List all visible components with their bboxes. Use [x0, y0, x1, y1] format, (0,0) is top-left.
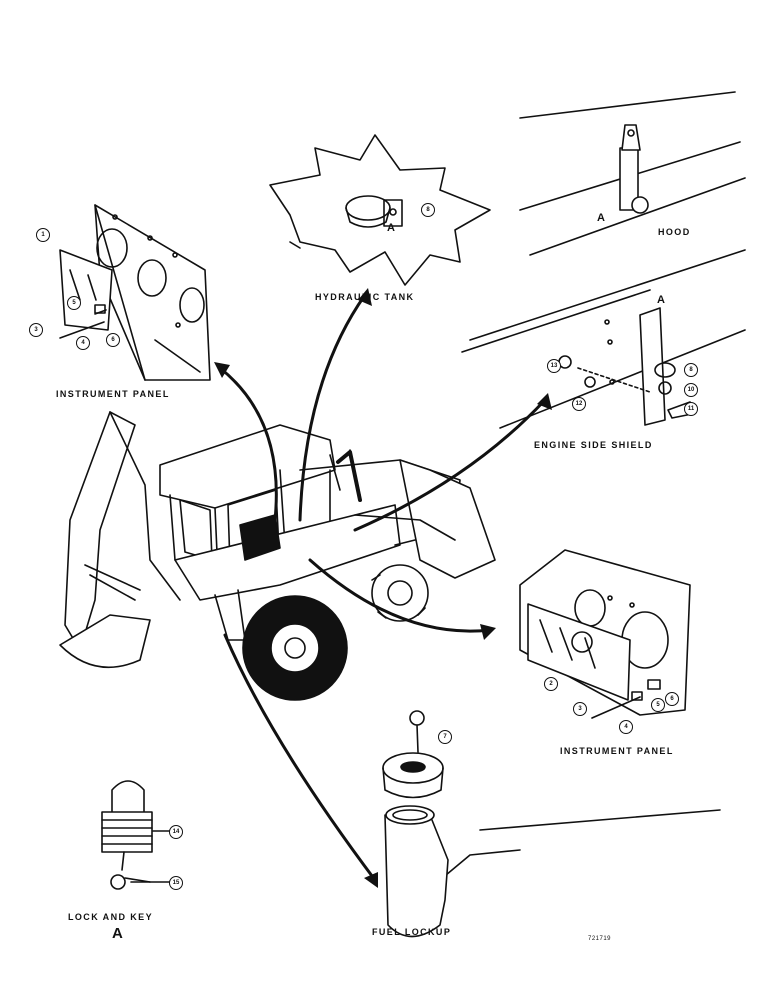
callout-shield-13: 13: [547, 359, 561, 373]
callout-lock-14: 14: [169, 825, 183, 839]
leader-arrowheads: [214, 288, 552, 888]
callout-shield-8: 8: [684, 363, 698, 377]
instrument-panel-right-label: INSTRUMENT PANEL: [560, 746, 674, 756]
callout-ip-right-4: 4: [619, 720, 633, 734]
hydraulic-tank-drawing: [269, 134, 491, 286]
callout-ip-right-2: 2: [544, 677, 558, 691]
fuel-lockup-drawing: [382, 710, 721, 938]
hood-label: HOOD: [658, 227, 691, 237]
drawing-number: 721719: [588, 936, 612, 942]
leader-lines: [218, 293, 547, 882]
backhoe-loader-drawing: [59, 411, 496, 701]
lock-and-key-ref-letter: A: [112, 925, 123, 942]
callout-ip-left-1: 1: [36, 228, 50, 242]
fuel-lockup-label: FUEL LOCKUP: [372, 927, 452, 937]
instrument-panel-left-drawing: [59, 204, 211, 381]
ref-letter-hydraulic: A: [387, 222, 395, 234]
callout-shield-10: 10: [684, 383, 698, 397]
instrument-panel-left-label: INSTRUMENT PANEL: [56, 389, 170, 399]
lock-and-key-drawing: [101, 780, 171, 890]
ref-letter-shield: A: [657, 294, 665, 306]
callout-ip-left-5: 5: [67, 296, 81, 310]
callout-ip-left-3: 3: [29, 323, 43, 337]
engine-side-shield-drawing: [461, 249, 746, 429]
callout-ip-right-6: 6: [665, 692, 679, 706]
hydraulic-tank-label: HYDRAULIC TANK: [315, 292, 415, 302]
callout-hydraulic-8: 8: [421, 203, 435, 217]
callout-ip-right-3: 3: [573, 702, 587, 716]
instrument-panel-right-drawing: [519, 549, 691, 719]
engine-side-shield-label: ENGINE SIDE SHIELD: [534, 440, 653, 450]
callout-ip-right-5: 5: [651, 698, 665, 712]
lock-and-key-label: LOCK AND KEY: [68, 912, 153, 922]
callout-lock-15: 15: [169, 876, 183, 890]
callout-fuel-7: 7: [438, 730, 452, 744]
callout-ip-left-6: 6: [106, 333, 120, 347]
callout-shield-12: 12: [572, 397, 586, 411]
callout-shield-11: 11: [684, 402, 698, 416]
callout-ip-left-4: 4: [76, 336, 90, 350]
ref-letter-hood: A: [597, 212, 605, 224]
hood-drawing: [519, 91, 746, 256]
